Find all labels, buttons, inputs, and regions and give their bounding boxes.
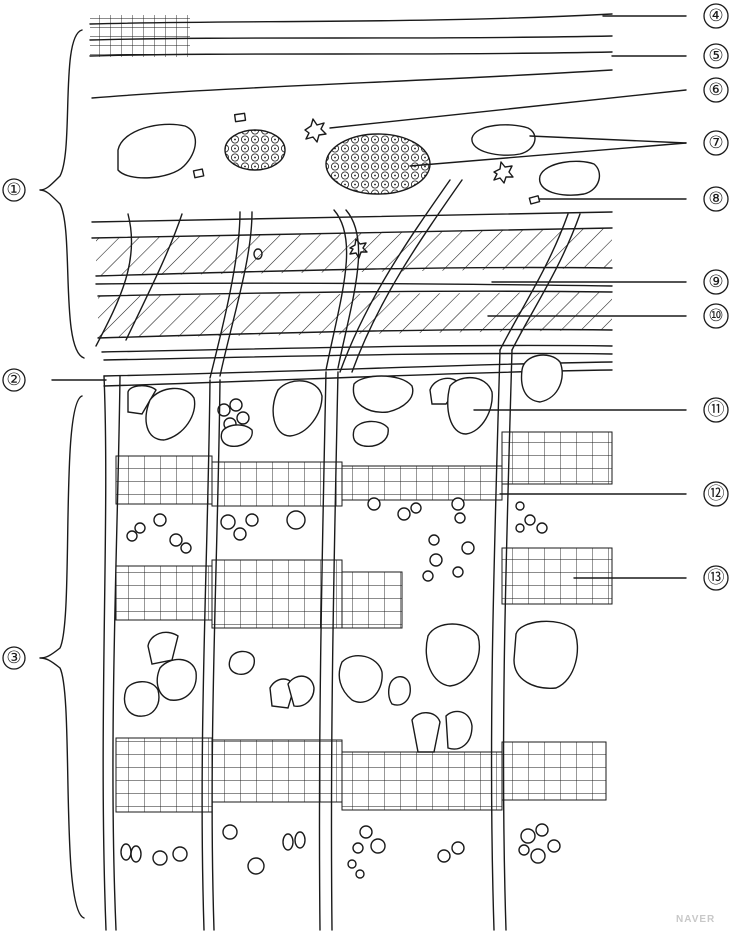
label-1: ① xyxy=(2,178,26,202)
top-fiber-grid xyxy=(90,15,190,57)
small-granule xyxy=(528,195,541,205)
label-7: ⑦ xyxy=(703,130,729,156)
muscle-grid-bands xyxy=(115,431,613,813)
label-6: ⑥ xyxy=(703,77,729,103)
svg-text:⑤: ⑤ xyxy=(708,46,723,66)
label-2: ② xyxy=(2,368,26,392)
svg-text:①: ① xyxy=(6,180,21,200)
large-oval-cell-left xyxy=(117,123,197,179)
oval-cell-right-top xyxy=(471,124,536,156)
label-11: ⑪ xyxy=(703,397,729,423)
star-cell-1 xyxy=(304,118,327,143)
svg-text:⑥: ⑥ xyxy=(708,80,723,100)
label-5: ⑤ xyxy=(703,43,729,69)
leader-lines xyxy=(51,15,687,579)
label-9: ⑨ xyxy=(703,269,729,295)
upper-blobs xyxy=(117,112,601,260)
label-3: ③ xyxy=(2,646,26,670)
svg-text:⑩: ⑩ xyxy=(708,306,723,326)
watermark: NAVER xyxy=(676,914,715,925)
upper-layer-lines xyxy=(89,13,613,99)
small-granule-clusters xyxy=(120,497,561,879)
svg-text:③: ③ xyxy=(6,648,21,668)
braces xyxy=(39,29,85,919)
lower-large-cells xyxy=(123,354,579,753)
svg-text:⑦: ⑦ xyxy=(708,133,723,153)
svg-text:⑨: ⑨ xyxy=(708,272,723,292)
label-4: ④ xyxy=(703,3,729,29)
svg-text:⑧: ⑧ xyxy=(708,189,723,209)
label-8: ⑧ xyxy=(703,186,729,212)
svg-text:⑬: ⑬ xyxy=(708,568,725,588)
star-cell-2 xyxy=(493,161,514,184)
svg-text:④: ④ xyxy=(708,6,723,26)
svg-text:②: ② xyxy=(6,370,21,390)
cell-cluster-large xyxy=(325,133,431,195)
brace-layer-1 xyxy=(39,29,85,359)
striated-muscle-band xyxy=(501,547,613,605)
label-13: ⑬ xyxy=(703,565,729,591)
hatched-bands xyxy=(91,211,613,361)
label-10: ⑩ xyxy=(703,303,729,329)
brace-layer-3 xyxy=(39,395,85,919)
vessel-tubes xyxy=(95,179,581,931)
cell-cluster-small xyxy=(224,129,286,171)
svg-text:⑪: ⑪ xyxy=(708,400,725,420)
svg-text:⑫: ⑫ xyxy=(708,484,725,504)
label-12: ⑫ xyxy=(703,481,729,507)
oval-cell-right-bottom xyxy=(539,160,601,196)
